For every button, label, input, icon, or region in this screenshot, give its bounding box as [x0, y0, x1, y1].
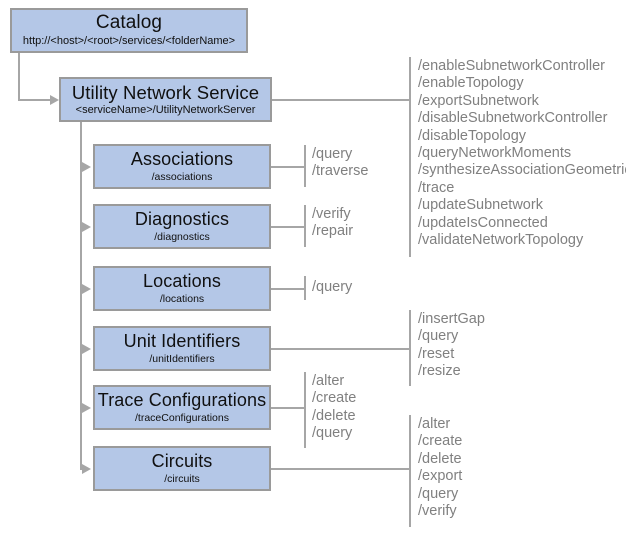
- node-utility-network-service-title: Utility Network Service: [71, 81, 260, 103]
- operation-bar-service: [409, 57, 411, 257]
- operation-item: /reset: [418, 345, 455, 362]
- connector-trace-configurations-to-operations: [271, 407, 306, 409]
- node-locations-path: /locations: [159, 292, 205, 305]
- operation-item: /create: [418, 433, 463, 450]
- operation-item: /delete: [312, 407, 356, 424]
- connector-locations-to-operations: [271, 288, 306, 290]
- node-trace-configurations[interactable]: Trace Configurations /traceConfiguration…: [93, 385, 271, 430]
- operation-item: /disableSubnetworkController: [418, 110, 608, 127]
- node-trace-configurations-path: /traceConfigurations: [135, 411, 229, 424]
- operation-item: /verify: [418, 503, 457, 520]
- operation-item: /query: [312, 279, 353, 295]
- connector-catalog-down: [18, 53, 20, 101]
- node-circuits-title: Circuits: [151, 451, 213, 472]
- arrowhead-unit-identifiers: [82, 344, 91, 354]
- connector-service-trunk: [80, 122, 82, 469]
- operation-item: /synthesizeAssociationGeometries: [418, 162, 626, 179]
- operation-list-unit-identifiers: /insertGap /query /reset /resize: [418, 311, 485, 381]
- connector-associations-to-operations: [271, 166, 306, 168]
- node-trace-configurations-title: Trace Configurations: [97, 390, 267, 411]
- operation-item: /validateNetworkTopology: [418, 232, 584, 249]
- operation-item: /repair: [312, 223, 354, 240]
- connector-catalog-right: [18, 99, 52, 101]
- node-catalog-path: http://<host>/<root>/services/<folderNam…: [22, 35, 236, 48]
- node-utility-network-service-path: <serviceName>/UtilityNetworkServer: [75, 103, 256, 116]
- node-utility-network-service[interactable]: Utility Network Service <serviceName>/Ut…: [59, 77, 272, 122]
- operation-item: /query: [418, 485, 459, 502]
- operation-item: /trace: [418, 179, 455, 196]
- connector-unit-identifiers-to-operations: [271, 348, 411, 350]
- node-catalog[interactable]: Catalog http://<host>/<root>/services/<f…: [10, 8, 248, 53]
- operation-bar-diagnostics: [304, 205, 306, 247]
- arrowhead-associations: [82, 162, 91, 172]
- operation-item: /verify: [312, 206, 351, 222]
- operation-list-associations: /query /traverse: [312, 146, 368, 181]
- operation-item: /queryNetworkMoments: [418, 145, 572, 162]
- node-associations-title: Associations: [130, 149, 234, 170]
- operation-item: /query: [312, 146, 353, 162]
- connector-diagnostics-to-operations: [271, 226, 306, 228]
- arrowhead-locations: [82, 284, 91, 294]
- operation-item: /query: [418, 328, 459, 345]
- node-circuits-path: /circuits: [164, 472, 200, 485]
- node-associations[interactable]: Associations /associations: [93, 144, 271, 189]
- operation-bar-locations: [304, 276, 306, 300]
- arrowhead-diagnostics: [82, 222, 91, 232]
- node-locations-title: Locations: [143, 271, 221, 292]
- arrowhead-circuits: [82, 464, 91, 474]
- operation-bar-unit-identifiers: [409, 310, 411, 386]
- operation-item: /updateSubnetwork: [418, 197, 543, 214]
- arrowhead-trace-configurations: [82, 403, 91, 413]
- node-locations[interactable]: Locations /locations: [93, 266, 271, 311]
- operation-item: /enableSubnetworkController: [418, 58, 605, 74]
- operation-list-utility-network-service: /enableSubnetworkController /enableTopol…: [418, 58, 626, 249]
- operation-list-locations: /query: [312, 279, 352, 296]
- node-diagnostics-title: Diagnostics: [134, 209, 230, 230]
- operation-item: /enableTopology: [418, 75, 524, 92]
- node-unit-identifiers-title: Unit Identifiers: [123, 331, 241, 352]
- operation-item: /delete: [418, 450, 462, 467]
- operation-list-circuits: /alter /create /delete /export /query /v…: [418, 416, 462, 520]
- node-unit-identifiers[interactable]: Unit Identifiers /unitIdentifiers: [93, 326, 271, 371]
- operation-item: /updateIsConnected: [418, 214, 548, 231]
- operation-item: /insertGap: [418, 311, 485, 327]
- connector-circuits-to-operations: [271, 468, 411, 470]
- operation-list-trace-configurations: /alter /create /delete /query: [312, 373, 356, 443]
- node-associations-path: /associations: [151, 170, 213, 183]
- operation-item: /create: [312, 390, 357, 407]
- connector-service-to-operations: [272, 99, 411, 101]
- operation-item: /query: [312, 425, 353, 442]
- node-diagnostics[interactable]: Diagnostics /diagnostics: [93, 204, 271, 249]
- operation-list-diagnostics: /verify /repair: [312, 206, 353, 241]
- operation-item: /exportSubnetwork: [418, 92, 539, 109]
- node-circuits[interactable]: Circuits /circuits: [93, 446, 271, 491]
- node-unit-identifiers-path: /unitIdentifiers: [149, 352, 215, 365]
- operation-item: /alter: [312, 373, 345, 389]
- operation-bar-associations: [304, 145, 306, 187]
- operation-item: /disableTopology: [418, 127, 527, 144]
- operation-bar-circuits: [409, 415, 411, 527]
- arrowhead-catalog-to-service: [50, 95, 59, 105]
- operation-bar-trace-configurations: [304, 372, 306, 448]
- node-diagnostics-path: /diagnostics: [154, 230, 210, 243]
- operation-item: /resize: [418, 363, 461, 380]
- node-catalog-title: Catalog: [95, 12, 163, 34]
- operation-item: /alter: [418, 416, 451, 432]
- operation-item: /export: [418, 468, 463, 485]
- operation-item: /traverse: [312, 163, 369, 180]
